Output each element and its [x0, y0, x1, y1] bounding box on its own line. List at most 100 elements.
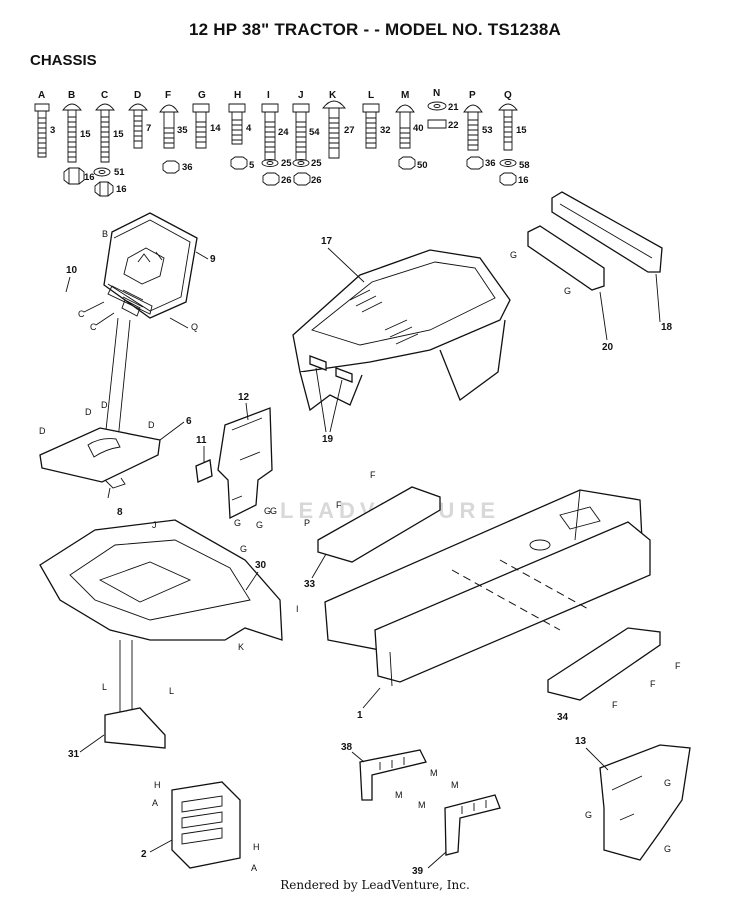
fastener-tag: M	[451, 780, 459, 790]
hardware-row: A B C D F G H I J K L M N P Q	[34, 88, 530, 197]
hw-letter: L	[368, 90, 374, 101]
hw-letter: A	[38, 90, 45, 101]
hw-letter: D	[134, 90, 141, 101]
fastener-tag: G	[256, 520, 263, 530]
side-panel-part	[599, 744, 691, 861]
fastener-tag: I	[296, 604, 299, 614]
hw-part-number: 32	[380, 125, 391, 136]
fastener-tag: F	[370, 470, 376, 480]
callout-label: 6	[186, 416, 192, 427]
hw-part-number: 21	[448, 102, 459, 113]
fastener-tag: M	[418, 800, 426, 810]
hw-part-number: 24	[278, 127, 289, 138]
callout-label: 39	[412, 866, 424, 877]
callout-label: 8	[117, 507, 123, 518]
hw-part-number: 22	[448, 120, 459, 131]
hw-letter: K	[329, 90, 337, 101]
hw-part-number: 58	[519, 160, 530, 171]
fastener-tag: G	[234, 518, 241, 528]
callout-label: 34	[557, 712, 569, 723]
hw-letter: Q	[504, 90, 512, 101]
hw-part-number: 40	[413, 123, 424, 134]
fastener-tag: D	[101, 400, 108, 410]
hw-part-number: 16	[116, 184, 127, 195]
dash-panel-part	[102, 212, 198, 461]
hw-part-number: 54	[309, 127, 320, 138]
frame-part	[324, 489, 651, 687]
fastener-tag: P	[304, 518, 310, 528]
grille-bracket-part	[527, 191, 663, 291]
fastener-tag: F	[336, 500, 342, 510]
fastener-tag: F	[650, 679, 656, 689]
hw-part-number: 36	[182, 162, 193, 173]
fastener-tag: D	[39, 426, 46, 436]
callout-label: 2	[141, 849, 147, 860]
fastener-tag: L	[102, 682, 107, 692]
fastener-tag: C	[78, 309, 85, 319]
hw-letter: C	[101, 90, 108, 101]
fastener-tag: C	[90, 322, 97, 332]
fastener-tag: K	[238, 642, 244, 652]
hw-letter: B	[68, 90, 75, 101]
fastener-tag: G	[664, 844, 671, 854]
fastener-tag: M	[395, 790, 403, 800]
callout-label: 9	[210, 254, 216, 265]
fender-part	[39, 519, 283, 749]
hw-letter: G	[198, 90, 206, 101]
fastener-tag: F	[675, 661, 681, 671]
hw-part-number: 51	[114, 167, 125, 178]
battery-cover-part	[171, 781, 241, 869]
fastener-tag: G	[585, 810, 592, 820]
hw-letter: I	[267, 90, 270, 101]
footrest-left-part	[317, 486, 441, 563]
section-title: CHASSIS	[30, 52, 97, 69]
fastener-tag: G	[264, 506, 271, 516]
hw-letter: F	[165, 90, 171, 101]
hw-part-number: 16	[518, 175, 529, 186]
hw-letter: N	[433, 88, 440, 99]
hw-part-number: 15	[113, 129, 124, 140]
fastener-tag: G	[240, 544, 247, 554]
hw-part-number: 25	[311, 158, 322, 169]
callout-label: 17	[321, 236, 333, 247]
fastener-tag: G	[270, 506, 277, 516]
floor-plate-part	[39, 427, 161, 499]
hw-part-number: 27	[344, 125, 355, 136]
callout-label: 30	[255, 560, 267, 571]
hw-letter: P	[469, 90, 476, 101]
hw-letter: J	[298, 90, 304, 101]
hw-part-number: 53	[482, 125, 493, 136]
footrest-right-part	[547, 627, 661, 701]
fastener-tag: B	[102, 229, 108, 239]
hw-part-number: 26	[281, 175, 292, 186]
hw-part-number: 15	[80, 129, 91, 140]
fastener-tag: L	[169, 686, 174, 696]
hw-part-number: 15	[516, 125, 527, 136]
hw-part-number: 3	[50, 125, 55, 136]
mounting-bracket-part	[359, 749, 501, 856]
callout-label: 33	[304, 579, 316, 590]
hw-part-number: 35	[177, 125, 188, 136]
callout-label: 38	[341, 742, 353, 753]
hw-part-number: 7	[146, 123, 151, 134]
fastener-tag: G	[664, 778, 671, 788]
fastener-tag: H	[154, 780, 161, 790]
fastener-tag: M	[430, 768, 438, 778]
callout-label: 31	[68, 749, 80, 760]
hw-letter: H	[234, 90, 241, 101]
callout-label: 19	[322, 434, 334, 445]
fastener-tag: A	[152, 798, 158, 808]
hw-part-number: 36	[485, 158, 496, 169]
callout-label: 1	[357, 710, 363, 721]
fastener-tag: G	[510, 250, 517, 260]
hw-part-number: 50	[417, 160, 428, 171]
fastener-tag: D	[148, 420, 155, 430]
callout-label: 10	[66, 265, 78, 276]
fastener-tag: J	[152, 520, 157, 530]
fastener-tag: G	[564, 286, 571, 296]
callout-label: 13	[575, 736, 587, 747]
hw-part-number: 16	[84, 172, 95, 183]
fastener-tag: D	[85, 407, 92, 417]
fastener-tag: H	[253, 842, 260, 852]
